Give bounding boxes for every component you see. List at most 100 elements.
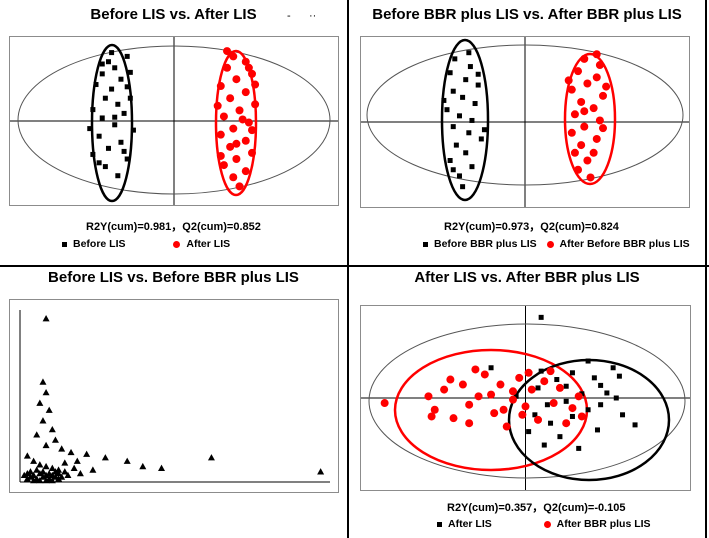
data-point [223,63,232,72]
data-point [229,173,238,182]
data-point [452,56,458,62]
data-point [595,116,604,125]
data-point [538,314,544,320]
data-point [591,375,597,381]
data-point [33,466,41,473]
data-point [90,151,96,157]
data-point [207,454,215,461]
panel-title: Before LIS vs. After LIS [90,6,257,23]
data-point [599,124,607,133]
data-point [458,380,467,389]
data-point [563,383,569,389]
data-point [570,148,579,157]
data-point [248,148,256,157]
data-point [101,454,109,461]
data-point [554,377,560,383]
data-point [535,385,541,391]
data-point [610,365,616,371]
data-point [226,142,235,151]
data-point [488,365,494,371]
data-point [213,101,222,110]
data-point [96,133,102,139]
data-point [568,404,577,413]
data-point [564,76,573,85]
data-point [580,107,589,116]
data-point [447,70,453,76]
data-point [244,63,253,72]
data-point [118,139,124,145]
data-point [36,476,44,484]
data-point [216,151,225,160]
data-point [580,54,589,63]
group-ellipse [563,52,617,186]
legend-circle-marker [173,240,181,248]
model-stats: R2Y(cum)=0.973，Q2(cum)=0.824 [444,221,619,233]
data-point [466,130,472,136]
data-point [48,425,56,433]
data-point [577,141,586,150]
group-ellipse [90,43,134,203]
data-point [112,122,118,128]
data-point [102,95,108,101]
data-point [30,457,38,464]
data-point [447,158,453,163]
data-point [562,419,571,428]
hotelling-ellipse [368,323,686,479]
data-point [30,476,38,484]
data-point [453,142,459,148]
data-point [55,475,63,482]
data-point [508,387,517,396]
data-point [23,475,31,482]
data-point [574,392,583,401]
data-point [450,88,456,94]
vertical-divider [347,0,349,538]
plot-area [9,36,339,206]
data-point [109,50,115,56]
data-point [42,462,50,470]
data-point [76,469,84,477]
data-point [574,67,583,76]
data-point [515,373,524,382]
scatter-plot [19,310,330,484]
data-point [102,164,108,170]
data-point [569,413,575,419]
right-border [705,0,707,538]
data-point [521,402,530,411]
data-point [490,409,499,418]
data-point [130,127,136,133]
data-point [216,130,225,139]
data-point [99,71,105,77]
data-point [576,445,582,451]
data-point [241,167,250,176]
data-point [251,80,260,89]
data-point [532,412,538,418]
data-point [238,115,247,124]
data-point [241,57,250,66]
data-point [465,419,474,428]
data-point [474,392,483,401]
data-point [570,110,579,119]
data-point [577,97,586,106]
data-point [48,476,56,484]
data-point [471,365,480,374]
data-point [124,53,130,59]
data-point [449,414,458,423]
data-point [39,473,47,480]
data-point [456,113,462,119]
data-point [569,370,575,376]
data-point [219,161,228,170]
data-point [36,461,44,468]
scatter-plot [361,306,690,490]
data-point [592,50,601,59]
data-point [36,399,44,406]
data-point [248,69,256,78]
data-point [48,464,56,471]
data-point [450,167,456,173]
panel-before-lis-vs-before-bbr-plus-lis: Before LIS vs. Before BBR plus LIS [0,267,347,538]
data-point [45,406,53,413]
panel-title: After LIS vs. After BBR plus LIS [414,269,640,286]
panel-title: Before BBR plus LIS vs. After BBR plus L… [372,6,682,23]
panel-before-vs-after-bbr-plus-lis: Before BBR plus LIS vs. After BBR plus L… [349,0,705,265]
data-point [465,400,474,409]
data-point [549,399,558,408]
